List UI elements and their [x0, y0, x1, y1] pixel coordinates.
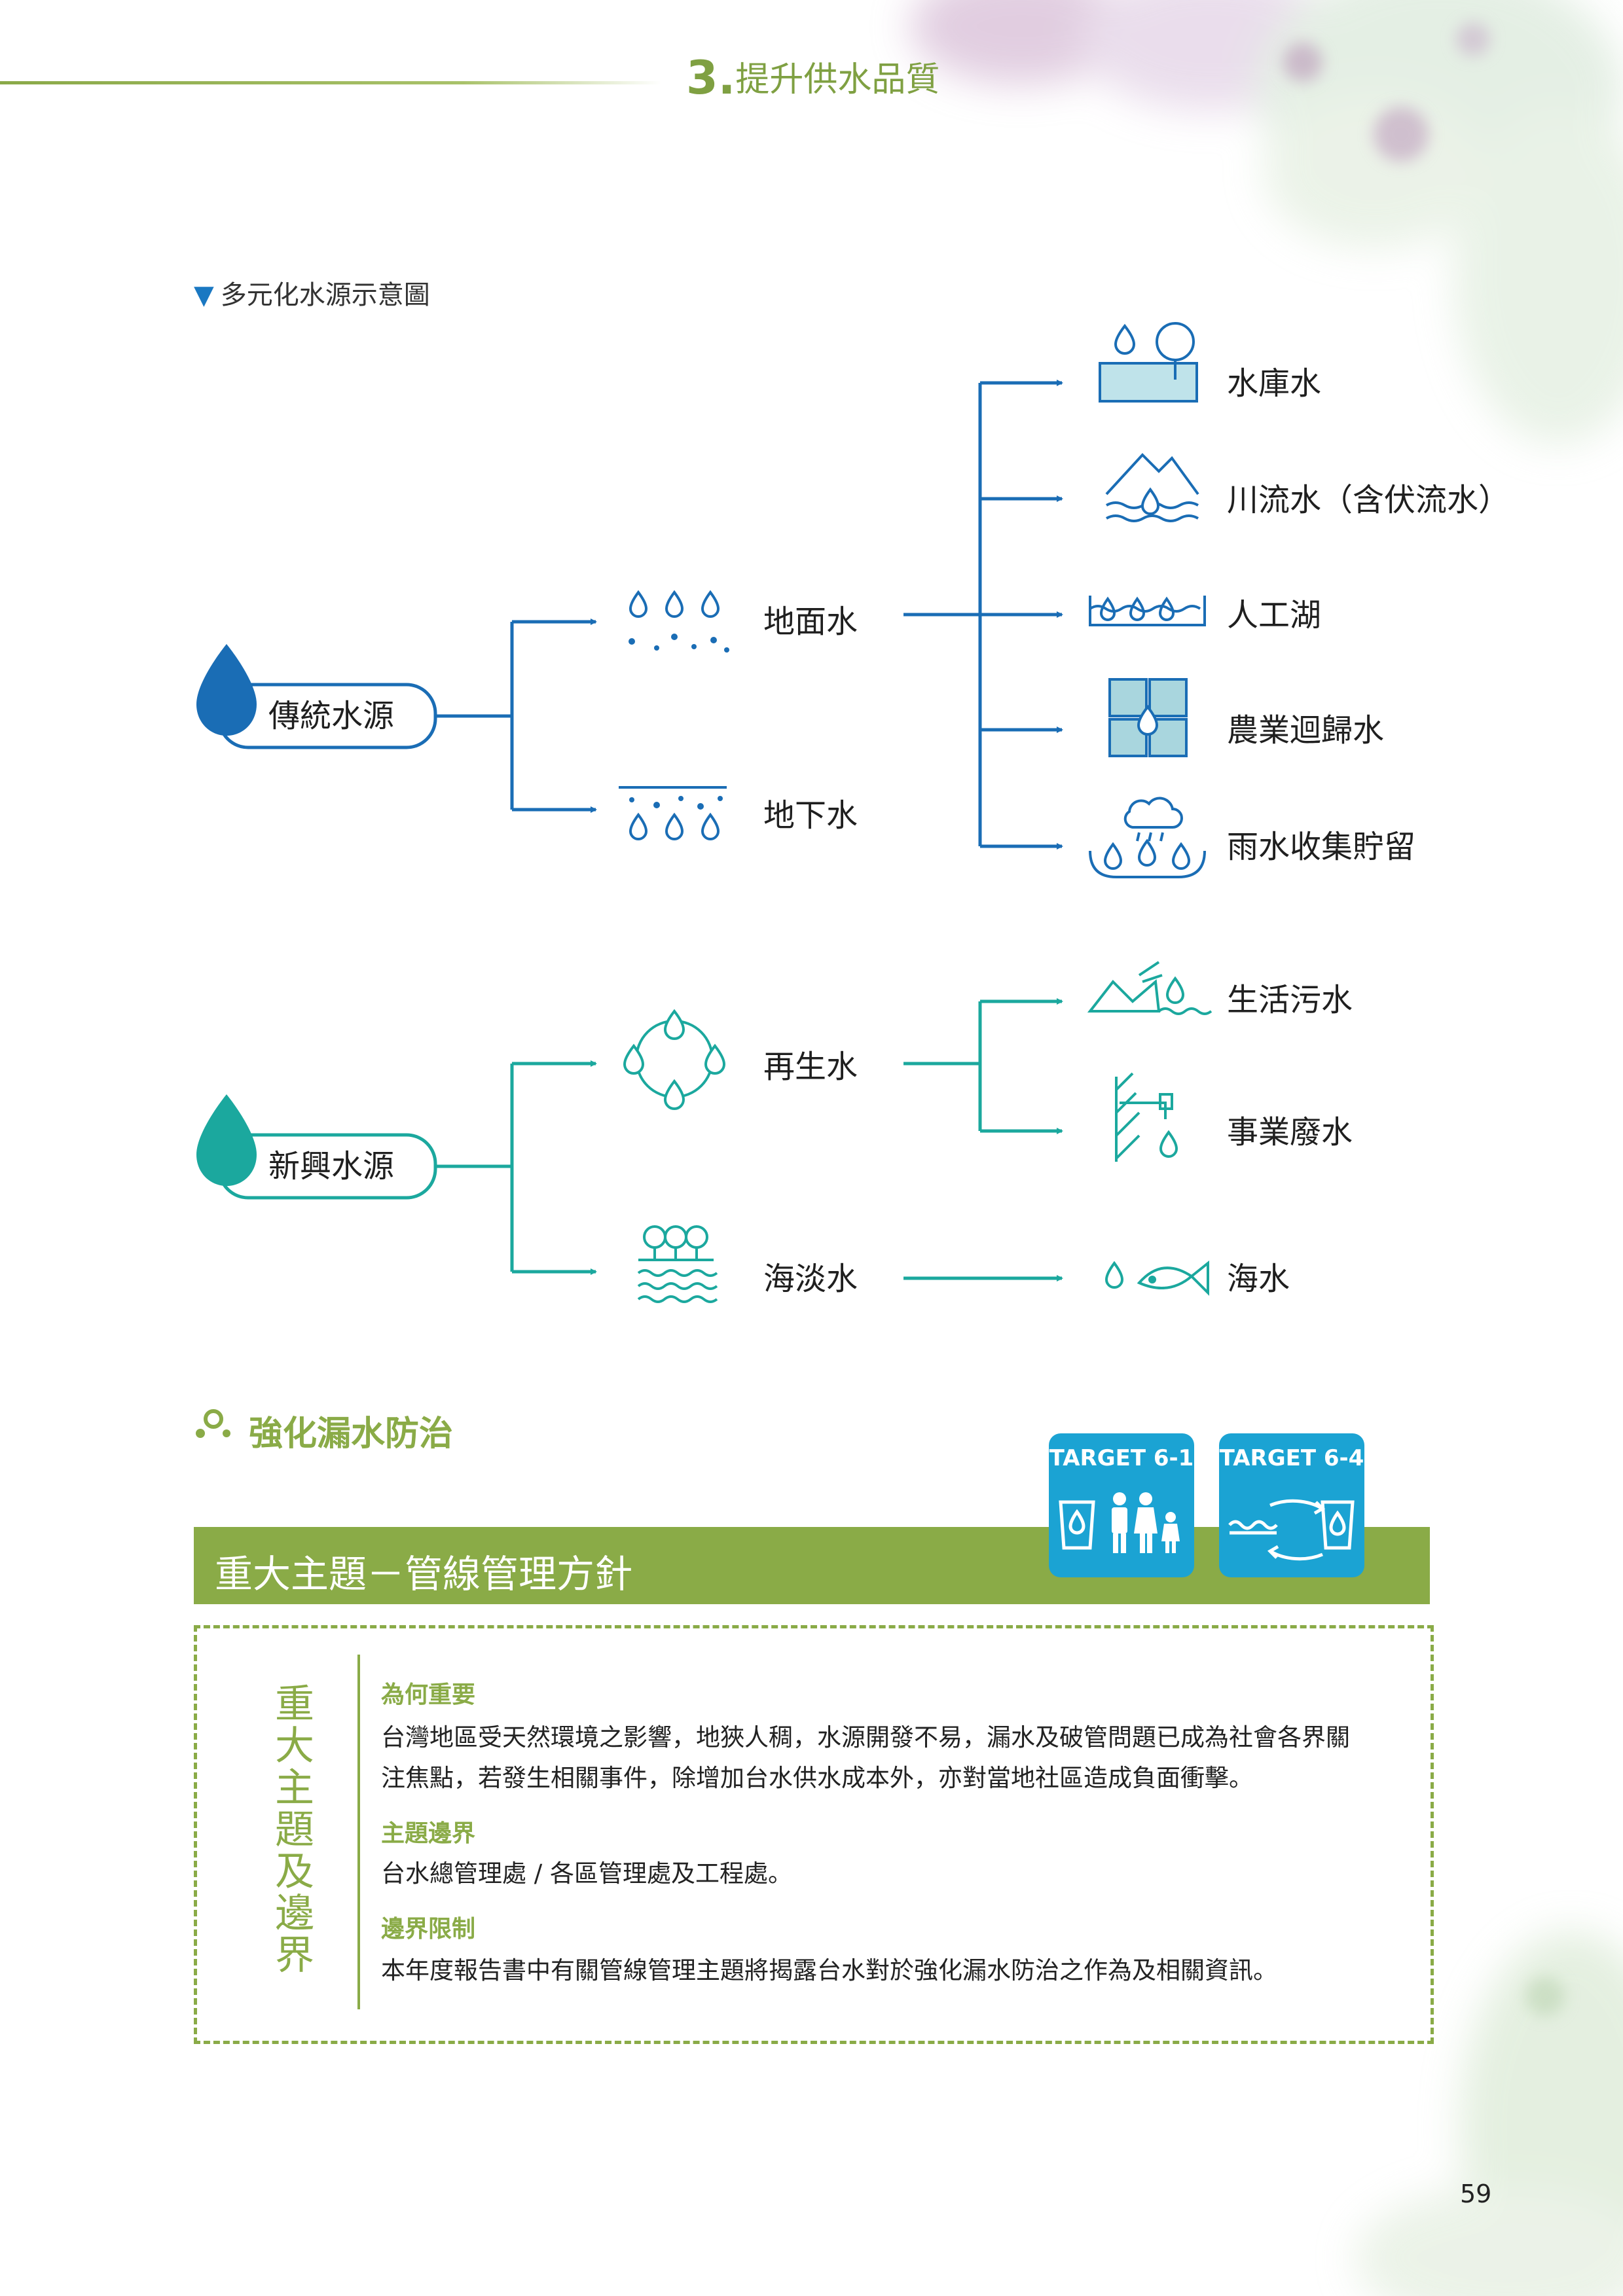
page-number: 59: [1460, 2179, 1492, 2208]
why-important-text-line: 台灣地區受天然環境之影響，地狹人稠，水源開發不易，漏水及破管問題已成為社會各界關: [381, 1723, 1350, 1751]
side-title-char: 大: [275, 1723, 314, 1769]
triangle-down-icon: ▼: [194, 280, 214, 310]
topic-boundary-box: [194, 1625, 1434, 2044]
traditional-source-node: [196, 644, 437, 749]
surface-water-icon: [629, 590, 729, 653]
desalination-icon: [637, 1225, 718, 1303]
boundary-limit-heading: 邊界限制: [381, 1916, 476, 1943]
agricultural-return-label: 農業迴歸水: [1227, 712, 1385, 749]
artificial-lake-label: 人工湖: [1227, 597, 1322, 634]
reservoir-label: 水庫水: [1227, 365, 1322, 402]
banner-title: 重大主題－管線管理方針: [215, 1552, 633, 1596]
river-icon: [1105, 453, 1199, 522]
section-title: 強化漏水防治: [249, 1414, 454, 1454]
artificial-lake-icon: [1089, 596, 1206, 626]
header-rule: [0, 81, 661, 84]
agricultural-return-icon: [1108, 678, 1188, 757]
side-title-char: 題: [275, 1807, 314, 1853]
emerging-source-label: 新興水源: [268, 1148, 395, 1185]
side-title-char: 重: [275, 1681, 314, 1727]
side-title-char: 邊: [275, 1891, 314, 1937]
groundwater-icon: [619, 786, 727, 840]
why-important-heading: 為何重要: [381, 1681, 476, 1708]
sdg-target-badge: TARGET 6-4: [1219, 1433, 1364, 1577]
water-drop-icon: [196, 644, 257, 736]
topic-scope-heading: 主題邊界: [381, 1820, 476, 1847]
rain-harvest-label: 雨水收集貯留: [1227, 829, 1416, 865]
water-efficiency-icon: [1228, 1499, 1355, 1561]
boundary-divider: [357, 1655, 360, 2009]
diagram-caption: ▼多元化水源示意圖: [194, 274, 430, 312]
side-title-char: 及: [275, 1849, 314, 1895]
boundary-side-title: 重 大 主 題 及 邊 界: [255, 1683, 334, 1977]
industrial-wastewater-icon: [1115, 1072, 1178, 1162]
river-label: 川流水（含伏流水）: [1227, 482, 1510, 518]
side-title-char: 主: [275, 1765, 314, 1811]
sdg-target-label: TARGET 6-4: [1219, 1445, 1364, 1471]
domestic-sewage-label: 生活污水: [1227, 982, 1353, 1018]
reservoir-icon: [1099, 322, 1198, 403]
traditional-source-label: 傳統水源: [268, 698, 395, 734]
why-important-text-line: 注焦點，若發生相關事件，除增加台水供水成本外，亦對當地社區造成負面衝擊。: [381, 1764, 1253, 1792]
boundary-limit-text: 本年度報告書中有關管線管理主題將揭露台水對於強化漏水防治之作為及相關資訊。: [381, 1956, 1277, 1984]
topic-scope-text: 台水總管理處 / 各區管理處及工程處。: [381, 1859, 792, 1888]
surface-water-label: 地面水: [763, 603, 858, 640]
desalination-label: 海淡水: [763, 1261, 858, 1297]
water-drop-icon: [196, 1094, 257, 1186]
domestic-sewage-icon: [1087, 961, 1213, 1015]
industrial-wastewater-label: 事業廢水: [1227, 1114, 1353, 1151]
seawater-icon: [1104, 1260, 1209, 1296]
seawater-label: 海水: [1227, 1261, 1290, 1297]
emerging-source-node: [196, 1094, 437, 1200]
side-title-char: 界: [275, 1933, 314, 1979]
clean-water-family-icon: [1059, 1492, 1180, 1553]
section-bullet-icon: [196, 1409, 230, 1438]
section-number: 3.: [686, 51, 736, 105]
sdg-target-label: TARGET 6-1: [1049, 1445, 1194, 1471]
section-header-title: 提升供水品質: [735, 60, 940, 99]
section-header: 3.提升供水品質: [686, 51, 939, 105]
sdg-target-badge: TARGET 6-1: [1049, 1433, 1194, 1577]
reclaimed-water-icon: [623, 1009, 726, 1110]
groundwater-label: 地下水: [763, 797, 858, 834]
rain-harvest-icon: [1089, 797, 1206, 878]
diagram-caption-text: 多元化水源示意圖: [220, 280, 430, 310]
reclaimed-water-label: 再生水: [763, 1049, 858, 1085]
